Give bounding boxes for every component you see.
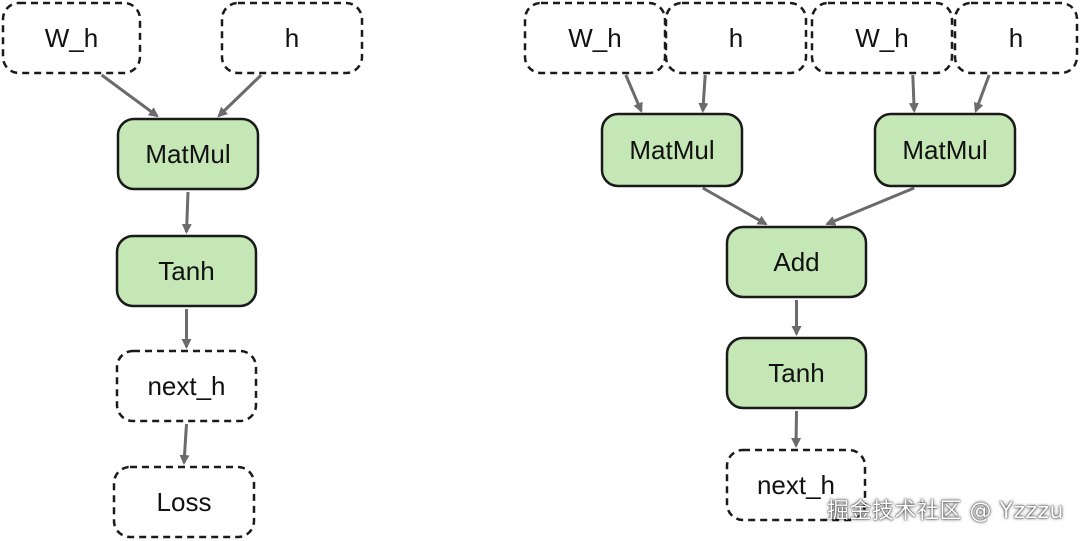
edge-r_matmul2-to-r_add [825, 186, 915, 226]
edge-l_next_h-to-l_loss [179, 423, 190, 465]
node-label: MatMul [629, 135, 714, 165]
op-node-add: Add [725, 225, 868, 299]
tensor-node-w-h: W_h [810, 1, 954, 75]
tensor-node-w-h: W_h [523, 1, 667, 75]
tensor-node-next-h: next_h [115, 349, 258, 423]
edge-l_matmul-to-l_tanh [181, 191, 192, 234]
op-node-tanh: Tanh [725, 336, 868, 410]
tensor-node-w-h: W_h [1, 1, 142, 75]
node-box [220, 1, 364, 75]
node-box [725, 225, 868, 299]
node-label: W_h [568, 23, 621, 53]
tensor-node-h: h [953, 1, 1079, 75]
tensor-node-h: h [664, 1, 808, 75]
node-box [112, 465, 256, 539]
tensor-node-loss: Loss [112, 465, 256, 539]
node-label: W_h [855, 23, 908, 53]
edge-r_h2-to-r_matmul2 [973, 74, 991, 113]
node-label: h [729, 23, 743, 53]
op-node-matmul: MatMul [873, 112, 1017, 188]
node-label: MatMul [145, 139, 230, 169]
node-box [873, 112, 1017, 188]
node-label: MatMul [902, 135, 987, 165]
node-box [523, 1, 667, 75]
edge-r_matmul1-to-r_add [702, 186, 768, 226]
edge-l_h-to-l_matmul [217, 73, 263, 118]
op-node-matmul: MatMul [116, 117, 260, 191]
edge-l_wh-to-l_matmul [100, 73, 159, 118]
node-label: Add [773, 247, 819, 277]
edge-r_wh1-to-r_matmul1 [624, 74, 643, 113]
op-node-matmul: MatMul [600, 112, 744, 188]
node-label: Tanh [158, 256, 214, 286]
edge-r_wh2-to-r_matmul2 [908, 74, 919, 113]
tensor-node-next-h: next_h [725, 448, 867, 522]
node-box [115, 349, 258, 423]
node-label: h [285, 23, 299, 53]
node-box [115, 234, 258, 308]
edges-layer [100, 73, 991, 465]
node-box [725, 448, 867, 522]
node-box [116, 117, 260, 191]
node-label: W_h [45, 23, 98, 53]
op-node-tanh: Tanh [115, 234, 258, 308]
tensor-node-h: h [220, 1, 364, 75]
edge-r_tanh-to-r_next_h [791, 410, 802, 448]
node-box [600, 112, 744, 188]
node-label: Loss [157, 487, 212, 517]
node-box [953, 1, 1079, 75]
node-box [725, 336, 868, 410]
edge-r_h1-to-r_matmul1 [698, 74, 709, 113]
node-box [1, 1, 142, 75]
node-box [664, 1, 808, 75]
node-box [810, 1, 954, 75]
node-label: h [1009, 23, 1023, 53]
node-label: next_h [757, 470, 835, 500]
node-label: Tanh [768, 358, 824, 388]
watermark: 掘金技术社区 @ Yzzzu [826, 499, 1064, 524]
node-label: next_h [147, 371, 225, 401]
